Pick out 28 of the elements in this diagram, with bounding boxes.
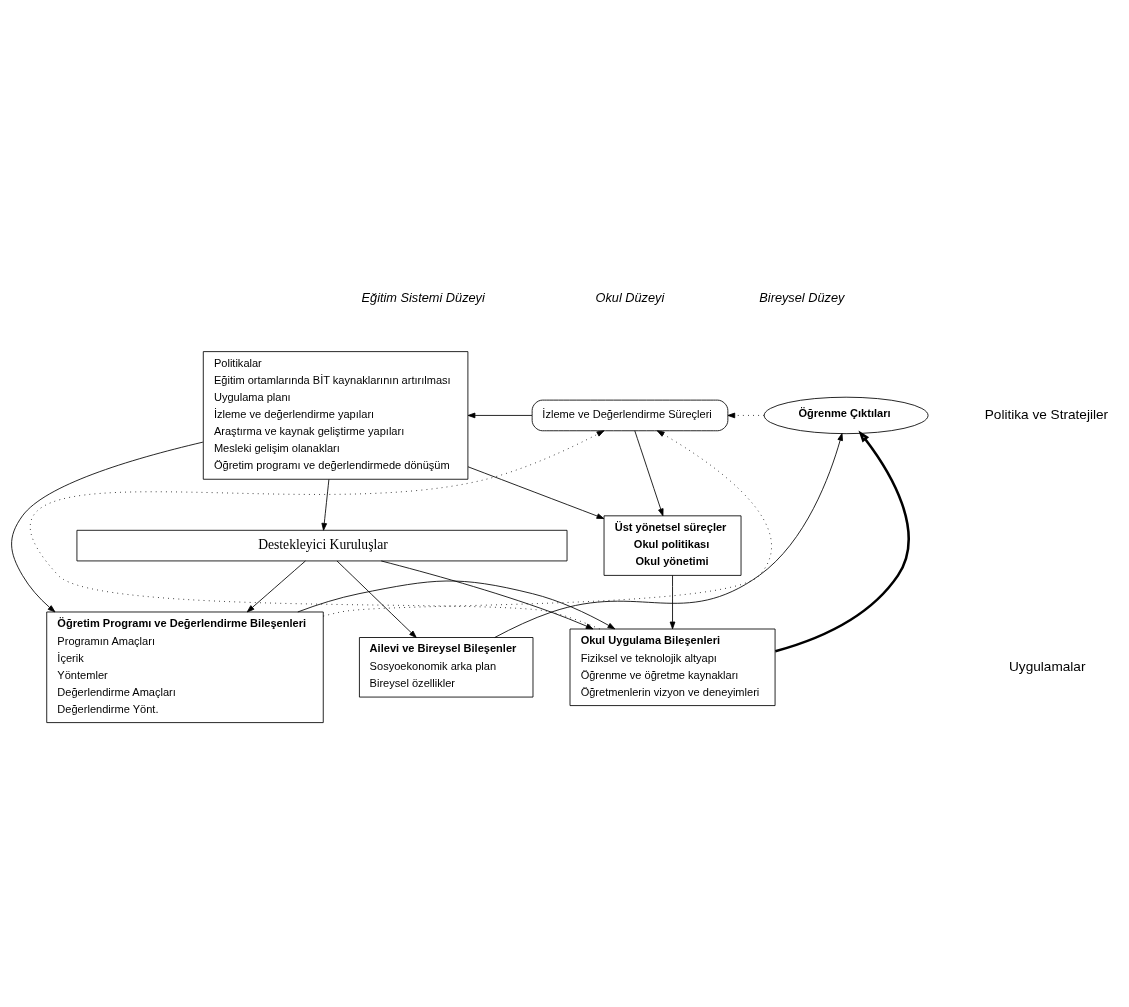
node-box: Politikalar Eğitim ortamlarında BİT kaynaklarının artırılması Uygulama planı İzleme ve değerlendirme yapıları Araştırma ve kaynak geliştirme yapıları Mesleki gelişim olanakları Öğretim programı ve değerlendirmede dönüşüm [202, 351, 469, 480]
arrow [11, 441, 204, 613]
arrow [775, 430, 910, 653]
arrow [297, 580, 616, 630]
label: Uygulamalar [1009, 658, 1086, 674]
arrow [321, 478, 330, 531]
node-box: Destekleyici Kuruluşlar [76, 529, 568, 562]
arrow [494, 433, 843, 638]
arrow [30, 430, 605, 630]
node-box: Öğretim Programı ve Değerlendirme Bileşenleri Programın Amaçları İçerik Yöntemler Değerlendirme Amaçları Değerlendirme Yönt. [46, 611, 324, 724]
arrow [634, 430, 664, 517]
node-box: Okul Uygulama Bileşenleri Fiziksel ve teknolojik altyapı Öğrenme ve öğretme kaynakları Öğretmenlerin vizyon ve deneyimleri [569, 628, 776, 706]
label: Okul Düzeyi [595, 289, 665, 305]
node-ellipse: Öğrenme Çıktıları [763, 396, 929, 435]
arrow [246, 560, 306, 613]
arrow [669, 575, 676, 630]
node-box: İzleme ve Değerlendirme Süreçleri [531, 399, 729, 432]
label: Politika ve Stratejiler [984, 406, 1109, 422]
arrow [336, 560, 417, 638]
node-box: Ailevi ve Bireysel Bileşenler Sosyoekonomik arka plan Bireysel özellikler [359, 637, 534, 698]
label: Eğitim Sistemi Düzeyi [361, 289, 485, 305]
arrow [727, 412, 765, 419]
arrow [380, 560, 594, 630]
node-box: Üst yönetsel süreçler Okul politikası Okul yönetimi [603, 515, 742, 576]
arrow [467, 412, 533, 419]
arrow [467, 466, 605, 519]
label: Bireysel Düzey [759, 289, 845, 305]
arrow [322, 430, 772, 617]
